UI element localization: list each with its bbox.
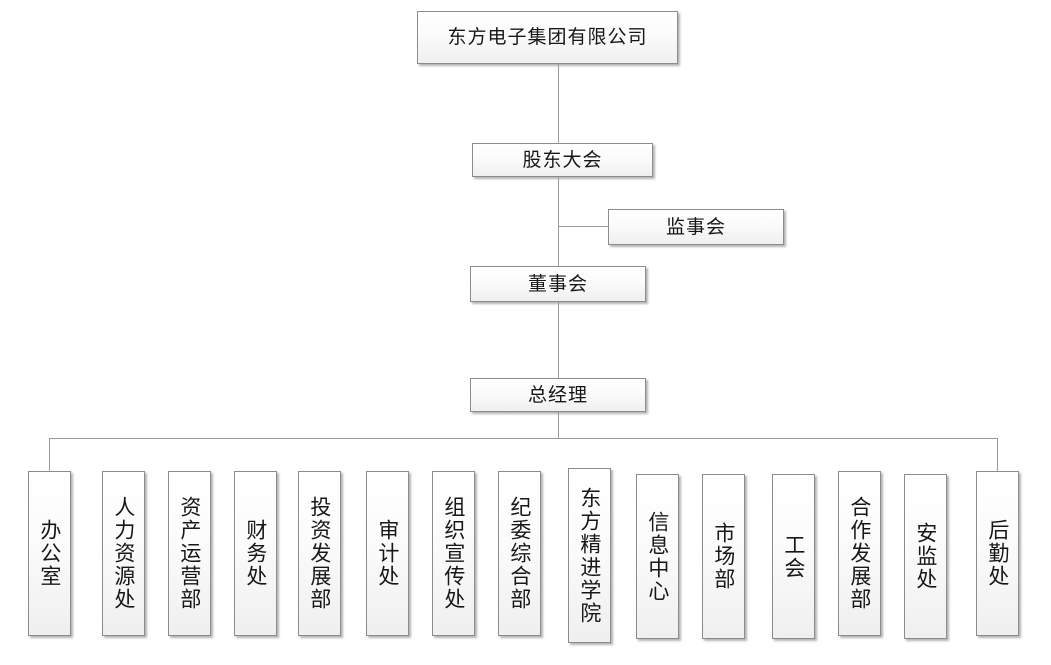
node-shareholders-meeting[interactable]: 股东大会: [472, 143, 653, 177]
connector-manager-to-bus: [558, 412, 559, 439]
department-box-4[interactable]: 财务处: [234, 471, 277, 636]
connector-department-bus: [49, 438, 998, 439]
department-box-6[interactable]: 审计处: [366, 471, 409, 636]
department-label: 工会: [781, 533, 806, 580]
connector-company-to-shareholders: [558, 64, 559, 143]
department-box-11[interactable]: 市场部: [702, 474, 745, 639]
department-box-9[interactable]: 东方精进学院: [568, 468, 611, 643]
department-label: 东方精进学院: [577, 486, 602, 625]
connector-shareholders-to-board: [558, 177, 559, 266]
department-box-13[interactable]: 合作发展部: [838, 471, 881, 636]
department-label: 审计处: [375, 519, 400, 588]
department-label: 资产运营部: [177, 496, 202, 611]
department-label: 信息中心: [645, 510, 670, 603]
node-general-manager[interactable]: 总经理: [470, 378, 646, 412]
department-label: 办公室: [37, 519, 62, 588]
department-box-15[interactable]: 后勤处: [976, 471, 1019, 636]
node-supervisors-board-label: 监事会: [665, 216, 726, 238]
department-box-14[interactable]: 安监处: [904, 474, 947, 639]
department-label: 后勤处: [985, 519, 1010, 588]
connector-bus-to-last-department: [997, 438, 998, 471]
department-box-2[interactable]: 人力资源处: [102, 471, 145, 636]
department-label: 组织宣传处: [441, 496, 466, 611]
node-shareholders-meeting-label: 股东大会: [522, 149, 603, 171]
department-box-1[interactable]: 办公室: [28, 471, 71, 636]
department-box-8[interactable]: 纪委综合部: [498, 471, 541, 636]
node-board-of-directors[interactable]: 董事会: [470, 266, 646, 302]
department-box-7[interactable]: 组织宣传处: [432, 471, 475, 636]
department-label: 市场部: [711, 522, 736, 591]
node-board-of-directors-label: 董事会: [527, 273, 588, 295]
connector-board-to-manager: [558, 302, 559, 378]
connector-to-supervisors: [558, 226, 609, 227]
department-box-5[interactable]: 投资发展部: [298, 471, 341, 636]
department-label: 纪委综合部: [507, 496, 532, 611]
node-general-manager-label: 总经理: [527, 384, 588, 406]
department-box-12[interactable]: 工会: [772, 474, 815, 639]
department-label: 合作发展部: [847, 496, 872, 611]
department-label: 安监处: [913, 522, 938, 591]
department-label: 财务处: [243, 519, 268, 588]
department-box-10[interactable]: 信息中心: [636, 474, 679, 639]
department-box-3[interactable]: 资产运营部: [168, 471, 211, 636]
department-label: 人力资源处: [111, 496, 136, 611]
node-supervisors-board[interactable]: 监事会: [608, 209, 784, 245]
connector-bus-to-first-department: [49, 438, 50, 471]
node-company[interactable]: 东方电子集团有限公司: [417, 11, 678, 64]
department-label: 投资发展部: [307, 496, 332, 611]
node-company-label: 东方电子集团有限公司: [447, 27, 648, 48]
